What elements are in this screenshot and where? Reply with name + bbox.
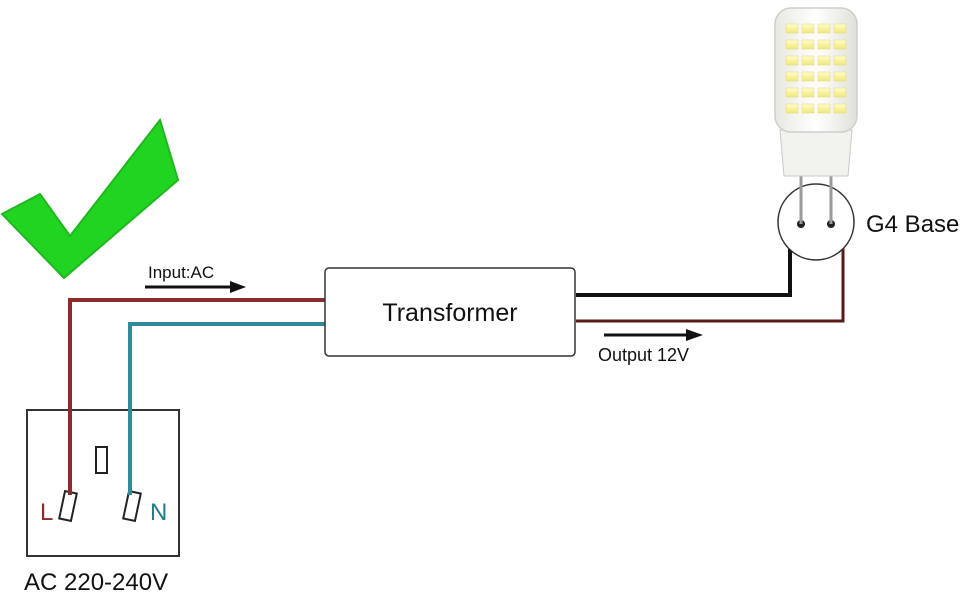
transformer-label: Transformer (382, 299, 517, 327)
output-label: Output 12V (598, 345, 689, 365)
g4-led-bulb-icon (774, 7, 858, 224)
output-wire-positive (576, 248, 792, 297)
live-terminal-label: L (40, 499, 53, 526)
input-arrow (145, 281, 246, 293)
output-wire-negative (576, 248, 845, 323)
g4-base-socket (777, 183, 855, 261)
socket-voltage-label: AC 220-240V (24, 569, 168, 596)
input-label: Input:AC (148, 263, 214, 282)
neutral-terminal-label: N (150, 499, 167, 526)
g4-base-label: G4 Base (866, 211, 959, 238)
check-icon (0, 117, 180, 280)
output-arrow (604, 329, 703, 341)
live-wire (68, 298, 325, 495)
transformer-box (324, 267, 576, 357)
wall-socket-icon (26, 409, 180, 557)
neutral-wire (128, 322, 325, 495)
